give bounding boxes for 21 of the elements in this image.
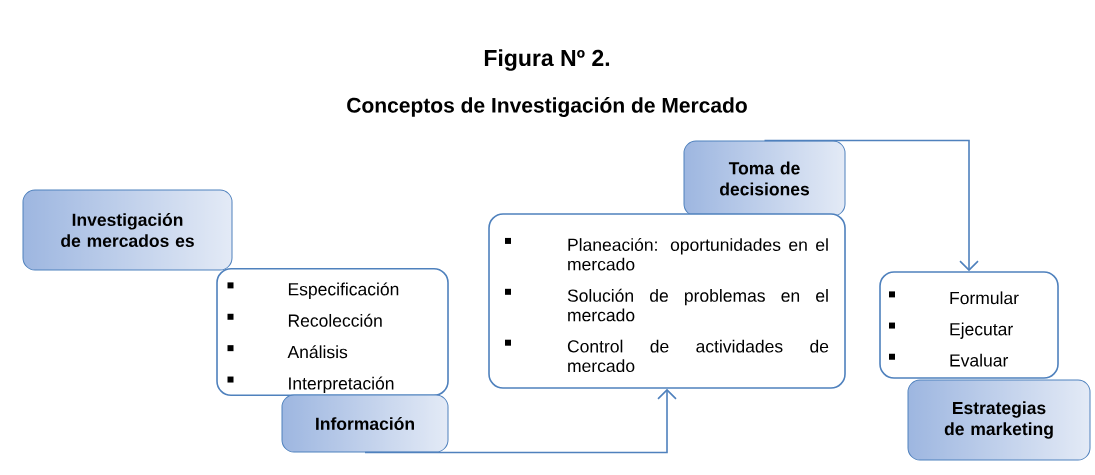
connector-arrow [763, 139, 979, 272]
list-item: Análisis [287, 345, 348, 359]
heading-box: Toma de decisiones [683, 140, 846, 217]
connector-arrow [364, 388, 677, 454]
list-box [216, 267, 449, 397]
figure-title: Figura Nº 2. [484, 49, 610, 71]
heading-box: Estrategias de marketing [907, 379, 1091, 461]
list-item: Planeación: oportunidades en el mercado [568, 237, 828, 271]
list-box [879, 271, 1059, 379]
heading-box: Información [281, 394, 449, 453]
figure-caption: Conceptos de Investigación de Mercado [347, 97, 747, 117]
list-item: Interpretación [289, 376, 394, 394]
list-item: Formular [950, 291, 1019, 305]
list-box [488, 213, 846, 389]
list-item: Especificación [288, 282, 399, 299]
list-item: Control de actividades de mercado [567, 339, 829, 373]
heading-box: Investigación de mercados es [22, 189, 233, 271]
list-item: Solución de problemas en el mercado [567, 288, 828, 322]
list-item: Recolección [288, 313, 382, 327]
list-item: Evaluar [950, 353, 1009, 367]
list-item: Ejecutar [950, 322, 1013, 339]
